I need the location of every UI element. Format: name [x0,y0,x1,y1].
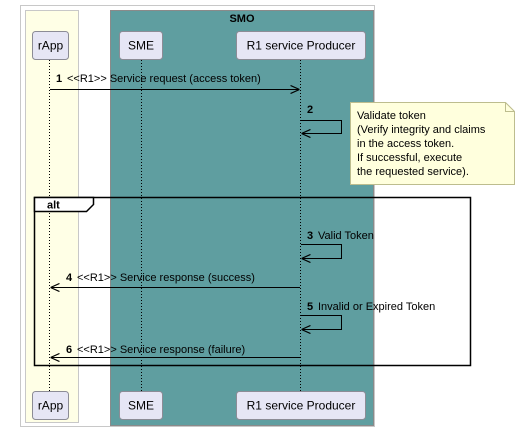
note-line-2: (Verify integrity and claims [357,124,486,136]
participant-sme-top-label: SME [128,39,154,53]
message-6-number: 6 [66,344,72,356]
participant-producer-top [236,31,366,60]
participant-rapp-top-label: rApp [38,39,64,53]
message-5-label: Invalid or Expired Token [318,301,435,313]
alt-fragment [33,196,472,367]
message-2-self-arrow [301,120,342,134]
participant-producer-bottom [236,391,366,420]
message-4-label: <<R1>> Service response (success) [77,272,255,284]
note-box [350,102,515,185]
participant-sme-bottom [119,391,163,420]
participant-rapp-bottom-label: rApp [38,399,64,413]
message-2-number: 2 [307,104,313,116]
participant-rapp-bottom [32,391,69,420]
smo-group [110,10,374,426]
message-3-label: Valid Token [318,230,374,242]
alt-fragment-label: alt [47,200,60,212]
note-line-3: in the access token. [357,138,454,150]
note-fold [505,102,515,112]
message-4-number: 4 [66,272,73,284]
message-3-self-arrow [301,244,342,259]
message-5-self-arrow [301,315,342,330]
note-line-1: Validate token [357,110,426,122]
message-5-number: 5 [307,301,313,313]
participant-sme-bottom-label: SME [128,399,154,413]
participant-producer-bottom-label: R1 service Producer [247,399,356,413]
message-1-number: 1 [56,73,62,85]
message-1-label: <<R1>> Service request (access token) [67,73,261,85]
participant-sme-top [119,31,163,60]
smo-group-label: SMO [229,13,255,25]
message-6-label: <<R1>> Service response (failure) [77,344,245,356]
participant-producer-top-label: R1 service Producer [247,39,356,53]
note-line-5: the requested service). [357,166,469,178]
note-line-4: If successful, execute [357,152,462,164]
alt-fragment-tab [33,196,95,213]
message-3-number: 3 [307,230,313,242]
participant-rapp-top [32,31,69,60]
